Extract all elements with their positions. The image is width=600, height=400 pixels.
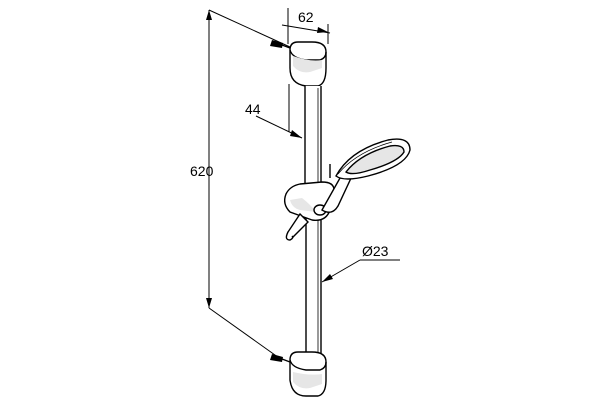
hand-shower	[321, 138, 411, 213]
dimension-bracket-offset	[255, 84, 303, 139]
width-arrowhead	[317, 27, 328, 33]
slide-rail	[304, 86, 322, 355]
top-bracket-top-face	[289, 49, 327, 61]
height-arrowhead-top	[206, 10, 212, 20]
bottom-bracket-top-face	[289, 359, 327, 371]
diameter-arrowhead	[322, 274, 333, 282]
top-bracket-shade	[293, 56, 322, 73]
bottom-screw-head-icon	[270, 354, 283, 362]
slider-shade	[290, 198, 316, 212]
bracket-offset-label: 44	[245, 101, 261, 117]
hand-shower-rim	[337, 141, 393, 175]
overall-height-label: 620	[190, 163, 214, 179]
rail-body-upper	[304, 86, 322, 187]
dimension-top-width	[281, 8, 331, 44]
height-arrowhead-bottom	[206, 298, 212, 308]
bottom-bracket-shade	[293, 372, 322, 389]
slider-lever-tip	[285, 231, 294, 241]
top-wall-bracket	[270, 40, 327, 87]
dimension-overall-height	[206, 9, 291, 361]
rail-diameter-label: Ø23	[362, 243, 389, 259]
hand-shower-spray-face	[344, 144, 405, 175]
top-width-label: 62	[298, 9, 314, 25]
dimension-rail-diameter	[321, 259, 400, 283]
height-extension-top	[208, 9, 291, 48]
top-screw-head-icon	[270, 40, 283, 48]
rail-slider	[283, 164, 335, 241]
height-extension-bottom	[208, 307, 283, 361]
offset-arrowhead	[290, 130, 302, 138]
rail-body-lower	[305, 216, 322, 355]
bottom-wall-bracket	[270, 351, 327, 397]
